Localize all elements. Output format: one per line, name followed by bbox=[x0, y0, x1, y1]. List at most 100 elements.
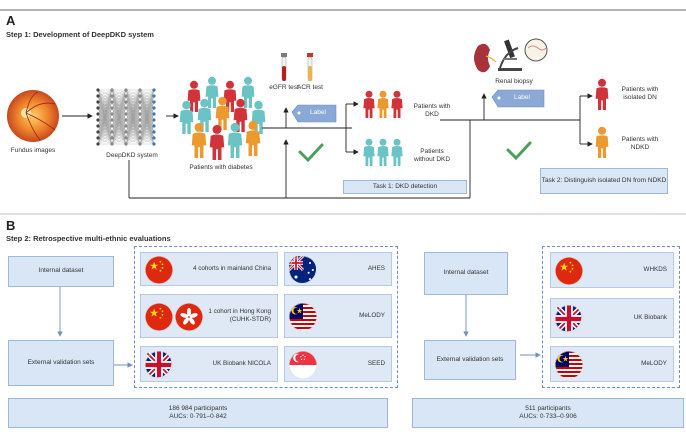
acr-tube-icon bbox=[307, 53, 313, 82]
right-participants: 511 participants bbox=[525, 404, 571, 412]
task-2-box: Task 2: Distinguish isolated DN from NDK… bbox=[540, 168, 668, 194]
neural-network-nodes bbox=[96, 88, 156, 146]
cohort-label: UK Biobank NICOLA bbox=[212, 360, 271, 368]
nn-node bbox=[152, 100, 156, 104]
right-aucs: AUCs: 0·733–0·906 bbox=[519, 413, 577, 420]
section-b-letter: B bbox=[6, 218, 16, 233]
nn-node bbox=[96, 142, 100, 146]
uk-flag-icon bbox=[555, 305, 583, 333]
right-external-sets: External validation sets bbox=[424, 340, 516, 380]
malaysia-flag-icon bbox=[555, 351, 583, 379]
cohort-box: AHES bbox=[284, 252, 392, 286]
nn-node bbox=[138, 88, 142, 92]
left-internal-dataset: Internal dataset bbox=[8, 256, 114, 287]
ndkd-label: Patients with NDKD bbox=[621, 136, 659, 152]
check-2-icon bbox=[506, 141, 532, 161]
nn-node bbox=[96, 106, 100, 110]
cohort-flags bbox=[289, 351, 317, 379]
with-dkd-label: Patients with DKD bbox=[413, 103, 451, 119]
nn-node bbox=[96, 112, 100, 116]
cohort-label: MeLODY bbox=[359, 312, 385, 320]
cohort-label: UK Biobank bbox=[633, 314, 667, 322]
nn-node bbox=[110, 112, 114, 116]
nn-node bbox=[124, 88, 128, 92]
nn-node bbox=[96, 118, 100, 122]
cohort-box: 1 cohort in Hong Kong (CUHK-STDR) bbox=[140, 294, 278, 338]
nn-node bbox=[138, 112, 142, 116]
cohort-flags bbox=[145, 256, 173, 284]
china-flag-icon bbox=[145, 256, 173, 284]
nn-node bbox=[138, 94, 142, 98]
patients-label: Patients with diabetes bbox=[189, 164, 253, 171]
nn-node bbox=[138, 100, 142, 104]
magnifier-lens-icon bbox=[524, 38, 548, 62]
nn-node bbox=[152, 124, 156, 128]
fundus-label: Fundus images bbox=[10, 147, 56, 154]
nn-node bbox=[124, 100, 128, 104]
egfr-label: eGFR test bbox=[269, 84, 299, 91]
nn-node bbox=[110, 106, 114, 110]
nn-node bbox=[96, 88, 100, 92]
cohort-label: WHKDS bbox=[643, 266, 667, 274]
nn-node bbox=[138, 124, 142, 128]
cohort-flags bbox=[289, 256, 317, 284]
cohort-box: MeLODY bbox=[550, 346, 674, 382]
right-cohort-container bbox=[542, 246, 680, 388]
nn-node bbox=[138, 106, 142, 110]
nn-node bbox=[124, 112, 128, 116]
nn-node bbox=[152, 112, 156, 116]
cohort-flags bbox=[289, 303, 317, 331]
nn-node bbox=[96, 130, 100, 134]
malaysia-flag-icon bbox=[289, 303, 317, 331]
nn-node bbox=[124, 136, 128, 140]
patients-crowd-icon bbox=[179, 76, 266, 160]
cohort-box: SEED bbox=[284, 346, 392, 382]
cohort-box: WHKDS bbox=[550, 252, 674, 288]
label-tag-1-text: Label bbox=[310, 109, 326, 116]
australia-flag-icon bbox=[289, 256, 317, 284]
cohort-label: SEED bbox=[367, 360, 385, 368]
cohort-flags bbox=[145, 303, 203, 331]
cohort-box: UK Biobank NICOLA bbox=[140, 346, 278, 382]
nn-node bbox=[152, 136, 156, 140]
nn-node bbox=[138, 130, 142, 134]
nn-node bbox=[124, 124, 128, 128]
left-summary-box: 186 984 participants AUCs: 0·791–0·842 bbox=[8, 398, 388, 428]
nn-node bbox=[152, 142, 156, 146]
step-2-title: Step 2: Retrospective multi-ethnic evalu… bbox=[6, 234, 171, 243]
nn-node bbox=[138, 136, 142, 140]
label-tag-1-icon bbox=[291, 104, 337, 123]
nn-node bbox=[124, 106, 128, 110]
nn-node bbox=[138, 142, 142, 146]
cohort-box: UK Biobank bbox=[550, 298, 674, 338]
right-summary-box: 511 participants AUCs: 0·733–0·906 bbox=[412, 398, 684, 428]
left-participants: 186 984 participants bbox=[168, 404, 228, 412]
china-flag-icon bbox=[555, 257, 583, 285]
nn-node bbox=[124, 142, 128, 146]
isolated-dn-label: Patients with isolated DN bbox=[621, 86, 659, 102]
cohort-box: 4 cohorts in mainland China bbox=[140, 252, 278, 286]
right-internal-dataset: Internal dataset bbox=[424, 252, 508, 295]
step-1-title: Step 1: Development of DeepDKD system bbox=[6, 30, 154, 39]
section-a-letter: A bbox=[6, 13, 16, 28]
nn-node bbox=[110, 88, 114, 92]
nn-node bbox=[152, 94, 156, 98]
nn-node bbox=[110, 100, 114, 104]
nn-node bbox=[124, 130, 128, 134]
label-tag-2-icon bbox=[491, 89, 545, 108]
fundus-image-icon bbox=[7, 90, 59, 142]
nn-node bbox=[110, 136, 114, 140]
nn-node bbox=[110, 124, 114, 128]
system-label: DeepDKD system bbox=[106, 152, 158, 159]
nn-node bbox=[110, 94, 114, 98]
nn-node bbox=[152, 130, 156, 134]
nn-node bbox=[96, 94, 100, 98]
hong-kong-flag-icon bbox=[175, 303, 203, 331]
nn-node bbox=[152, 88, 156, 92]
left-cohort-container bbox=[134, 246, 398, 388]
biopsy-label: Renal biopsy bbox=[495, 78, 533, 85]
patients-with-dkd-icon bbox=[363, 90, 403, 118]
nn-node bbox=[152, 106, 156, 110]
nn-node bbox=[124, 94, 128, 98]
left-aucs: AUCs: 0·791–0·842 bbox=[169, 413, 227, 420]
